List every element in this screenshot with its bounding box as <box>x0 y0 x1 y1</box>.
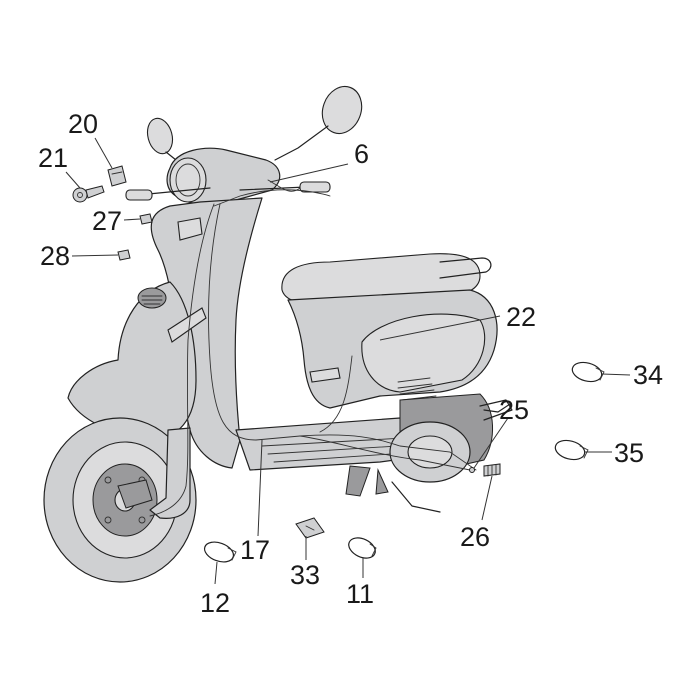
part-25-fitting <box>469 467 475 473</box>
callout-35: 35 <box>614 438 645 468</box>
part-26-adjuster <box>483 463 501 477</box>
callout-22: 22 <box>506 302 537 332</box>
cable-main <box>149 203 215 517</box>
part-34-hose-clamp <box>571 361 605 383</box>
callout-33: 33 <box>290 560 321 590</box>
callout-17: 17 <box>240 535 271 565</box>
part-21-screw <box>72 185 105 203</box>
part-28-clip <box>117 249 131 261</box>
callout-28: 28 <box>40 241 71 271</box>
callout-11: 11 <box>346 579 375 609</box>
center-stand <box>345 465 389 497</box>
front-shield <box>150 197 263 469</box>
callout-21: 21 <box>38 143 69 173</box>
front-fender <box>67 281 197 439</box>
part-33-clip-plate <box>295 517 325 539</box>
side-panel <box>361 313 486 393</box>
leader-lines <box>65 137 631 585</box>
callout-34: 34 <box>633 360 664 390</box>
headlight <box>169 157 207 203</box>
callout-6: 6 <box>354 139 370 169</box>
callout-25: 25 <box>499 395 530 425</box>
cable-rear-brake <box>299 434 477 471</box>
callout-27: 27 <box>92 206 123 236</box>
horn-cover <box>177 217 203 241</box>
cable-throttle <box>213 189 331 207</box>
kick-pedal <box>391 403 511 513</box>
mirror-right <box>274 85 363 161</box>
luggage-rack <box>439 257 492 279</box>
front-fork <box>149 427 191 519</box>
part-27-clip <box>139 213 153 225</box>
scooter-illustration <box>43 85 513 583</box>
callout-12: 12 <box>200 588 231 618</box>
part-35-hose-clamp <box>554 439 589 461</box>
part-20-clip-nut <box>107 165 127 187</box>
part-11-hose-clamp <box>348 537 377 559</box>
front-wheel <box>43 417 197 583</box>
callout-20: 20 <box>68 109 99 139</box>
part-12-hose-clamp <box>203 541 237 563</box>
side-vents <box>397 377 437 401</box>
brake-caliper <box>117 479 153 509</box>
glovebox-handle <box>309 367 341 383</box>
front-grille <box>137 287 167 309</box>
callout-26: 26 <box>460 522 491 552</box>
